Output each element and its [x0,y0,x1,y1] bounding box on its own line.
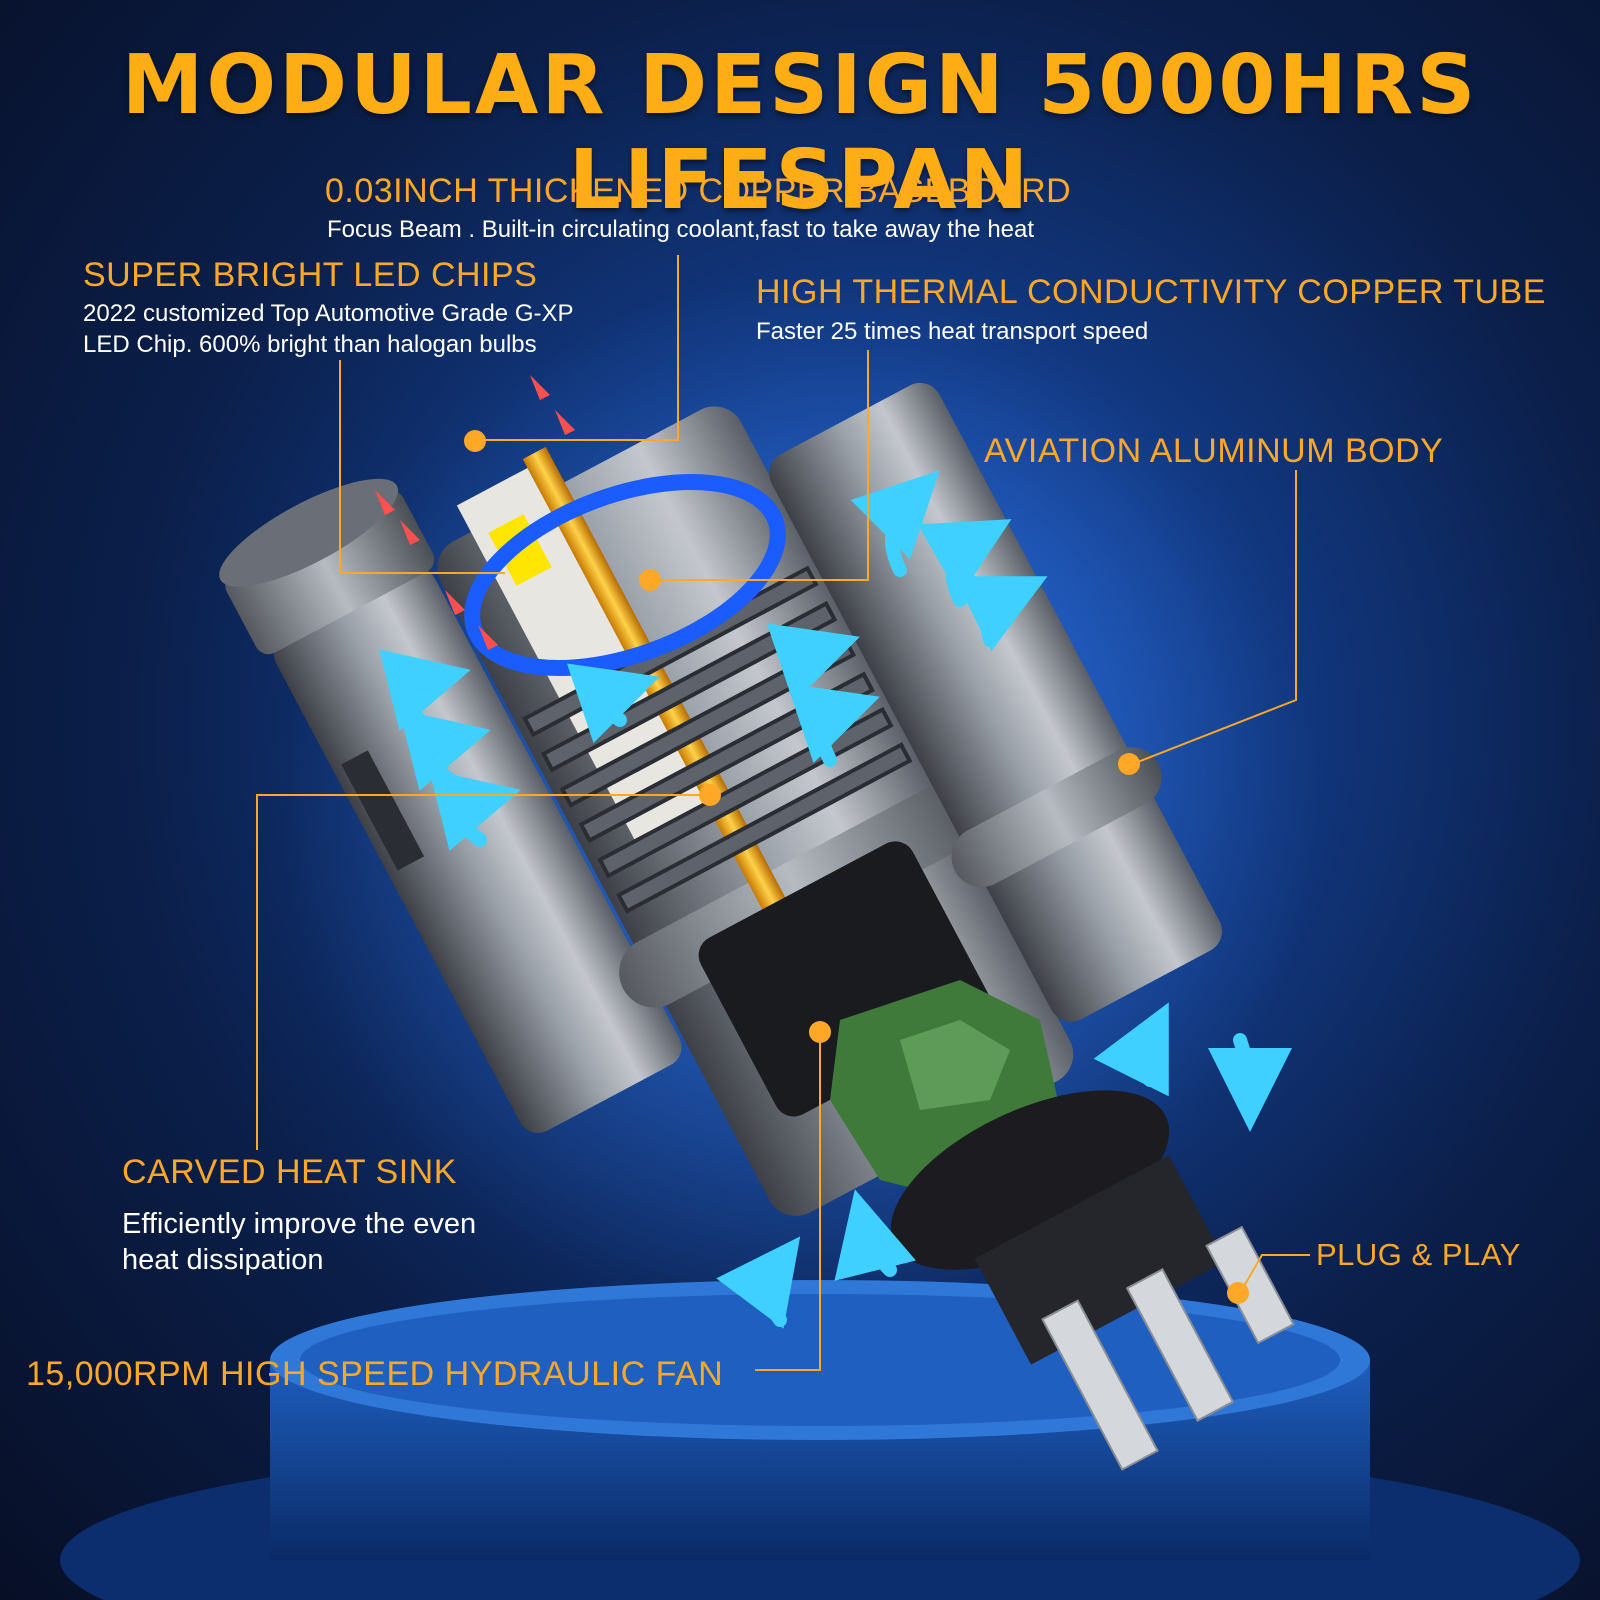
heat-arrows [375,375,575,650]
aluminum-body-heading: AVIATION ALUMINUM BODY [984,432,1444,470]
blue-ring [464,474,786,676]
led-chips-heading: SUPER BRIGHT LED CHIPS [83,256,538,294]
heat-sink-line1: Efficiently improve the even [122,1208,477,1240]
heat-sink-line2: heat dissipation [122,1244,324,1276]
callout-lines [256,255,1310,1371]
fan-heading: 15,000RPM HIGH SPEED HYDRAULIC FAN [26,1355,724,1393]
copper-tube-text: Faster 25 times heat transport speed [756,318,1149,345]
copper-tube-heading: HIGH THERMAL CONDUCTIVITY COPPER TUBE [756,273,1546,311]
copper-baseboard-text: Focus Beam . Built-in circulating coolan… [327,216,1035,243]
page-title: MODULAR DESIGN 5000HRS LIFESPAN [121,38,1479,228]
plug-pins [1041,1225,1295,1471]
plug-heading: PLUG & PLAY [1316,1237,1521,1272]
led-chips-line2: LED Chip. 600% bright than halogan bulbs [83,331,537,358]
socket [890,1090,1226,1365]
led-chips-line1: 2022 customized Top Automotive Grade G-X… [83,300,574,327]
copper-baseboard-heading: 0.03INCH THICKENED COPPER BASEBOARD [325,172,1072,210]
callout-dots [464,430,1249,1304]
airflow-arrows [379,470,1292,1329]
heat-sink-heading: CARVED HEAT SINK [122,1153,457,1191]
